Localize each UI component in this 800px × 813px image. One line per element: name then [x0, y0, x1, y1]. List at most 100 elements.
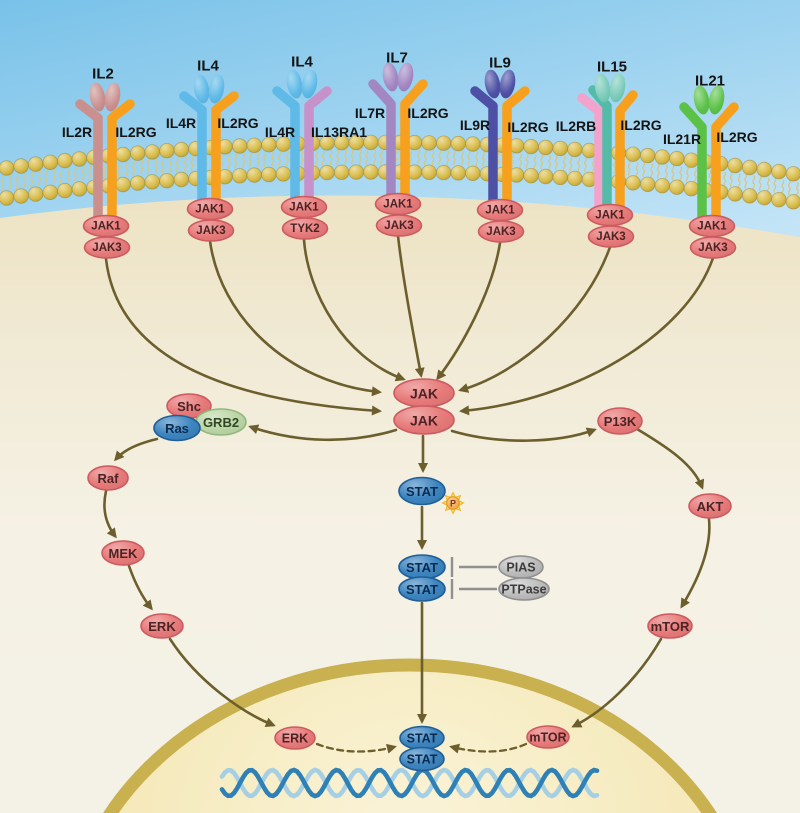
- ligand-il15: [594, 73, 611, 103]
- lipid-tail: [417, 149, 421, 166]
- arrow-mtor-to-nucleus: [571, 637, 663, 728]
- dna-strand-dark: [219, 767, 600, 799]
- lipid-head-outer: [640, 147, 656, 164]
- node-shc: Shc: [166, 393, 212, 419]
- ligand-label-il4b: IL4: [291, 54, 313, 71]
- receptor-chain: [211, 91, 239, 206]
- node-jak3-il2: JAK3: [83, 236, 131, 259]
- node-jak1-il15-label: JAK1: [595, 210, 625, 222]
- node-jak-hub-1: JAK: [393, 378, 455, 408]
- ligand-il2: [104, 82, 121, 112]
- lipid-tail: [30, 172, 34, 188]
- node-ras-label: Ras: [165, 421, 189, 436]
- lipid-tail: [460, 150, 464, 167]
- lipid-tail: [723, 171, 727, 188]
- receptor-chain: [304, 86, 332, 204]
- lipid-head-inner: [115, 176, 131, 193]
- lipid-tail: [300, 150, 304, 166]
- cytoplasm: [0, 195, 800, 813]
- node-p13k-label: P13K: [604, 414, 637, 429]
- node-jak3-il21: JAK3: [689, 236, 737, 259]
- lipid-tail: [533, 154, 537, 170]
- node-jak1-il4b: JAK1: [280, 195, 328, 219]
- arrow-raf-to-mek: [103, 489, 117, 539]
- node-jak3-il4: JAK3: [187, 219, 235, 242]
- lipid-tail: [117, 162, 121, 178]
- lipid-tail: [365, 149, 369, 165]
- node-stat-nuclear-1: STAT: [399, 725, 445, 751]
- lipid-tail: [263, 152, 267, 168]
- node-akt-label: AKT: [697, 499, 724, 514]
- receptor-chain: [711, 102, 739, 223]
- lipid-tail: [511, 152, 515, 168]
- lipid-tail: [548, 154, 552, 171]
- node-stat: STAT: [398, 476, 446, 506]
- lipid-head-inner: [231, 168, 248, 184]
- lipid-head-outer: [771, 163, 787, 180]
- lipid-tail: [650, 163, 654, 179]
- lipid-head-outer: [173, 141, 190, 158]
- lipid-head-inner: [465, 165, 481, 182]
- ligand-il4: [193, 74, 210, 104]
- lipid-tail: [350, 149, 354, 166]
- lipid-tail: [73, 166, 77, 183]
- chain-label-right-il4: IL2RG: [217, 115, 258, 131]
- lipid-tail: [591, 158, 595, 174]
- receptor-chain: [400, 79, 428, 201]
- lipid-head-inner: [42, 184, 59, 201]
- lipid-tail: [271, 151, 275, 167]
- lipid-tail: [525, 153, 529, 169]
- chain-label-left-il4b: IL4R: [265, 124, 295, 140]
- lipid-head-inner: [0, 190, 15, 206]
- arrow-il15-to-jak: [458, 245, 612, 393]
- node-pias: PIAS: [498, 555, 544, 579]
- lipid-head-inner: [742, 188, 758, 204]
- arrow-akt-to-mtor: [680, 517, 711, 609]
- lipid-tail: [315, 150, 319, 166]
- node-shc-label: Shc: [177, 399, 201, 414]
- receptor-chain: [577, 93, 604, 212]
- ligand-il7: [397, 62, 414, 92]
- node-mtor-nuclear: mTOR: [526, 725, 570, 749]
- lipid-head-inner: [363, 164, 379, 180]
- chain-label-left-il21: IL21R: [663, 131, 701, 147]
- lipid-head-inner: [771, 191, 787, 208]
- lipid-tail: [103, 163, 107, 180]
- lipid-tail: [373, 149, 377, 165]
- node-mek: MEK: [101, 540, 145, 566]
- lipid-tail: [431, 150, 435, 166]
- node-stat-dimer-1-label: STAT: [406, 560, 438, 575]
- chain-label-right-il9: IL2RG: [507, 119, 548, 135]
- lipid-tail: [708, 169, 712, 186]
- lipid-tail: [766, 177, 770, 193]
- lipid-tail: [409, 149, 413, 166]
- arrow-p13k-to-akt: [635, 427, 705, 490]
- receptor-chain: [75, 99, 103, 223]
- ligand-label-il15: IL15: [597, 59, 627, 76]
- lipid-head-inner: [57, 182, 73, 199]
- ligand-il4: [301, 69, 318, 99]
- lipid-tail: [146, 159, 150, 175]
- node-ptpase: PTPase: [498, 577, 550, 601]
- receptor-chain: [179, 91, 207, 206]
- node-stat-dimer-2-label: STAT: [406, 582, 438, 597]
- lipid-head-outer: [552, 140, 569, 157]
- node-jak1-il21-label: JAK1: [697, 221, 727, 233]
- node-jak3-il2-label: JAK3: [92, 242, 121, 254]
- node-jak3-il7-label: JAK3: [384, 220, 413, 232]
- lipid-head-outer: [625, 146, 641, 162]
- node-jak1-il9: JAK1: [476, 198, 524, 222]
- ligand-label-il9: IL9: [489, 55, 511, 72]
- lipid-head-inner: [552, 169, 569, 186]
- node-stat-nuclear-1-label: STAT: [407, 732, 438, 746]
- receptor-chain: [615, 90, 638, 212]
- arrow-mek-to-erk: [127, 564, 153, 611]
- lipid-tail: [577, 156, 581, 173]
- lipid-head-inner: [450, 165, 467, 181]
- lipid-tail: [423, 149, 427, 166]
- node-pias-label: PIAS: [506, 561, 535, 575]
- receptor-chain: [679, 102, 707, 223]
- lipid-tail: [554, 154, 558, 171]
